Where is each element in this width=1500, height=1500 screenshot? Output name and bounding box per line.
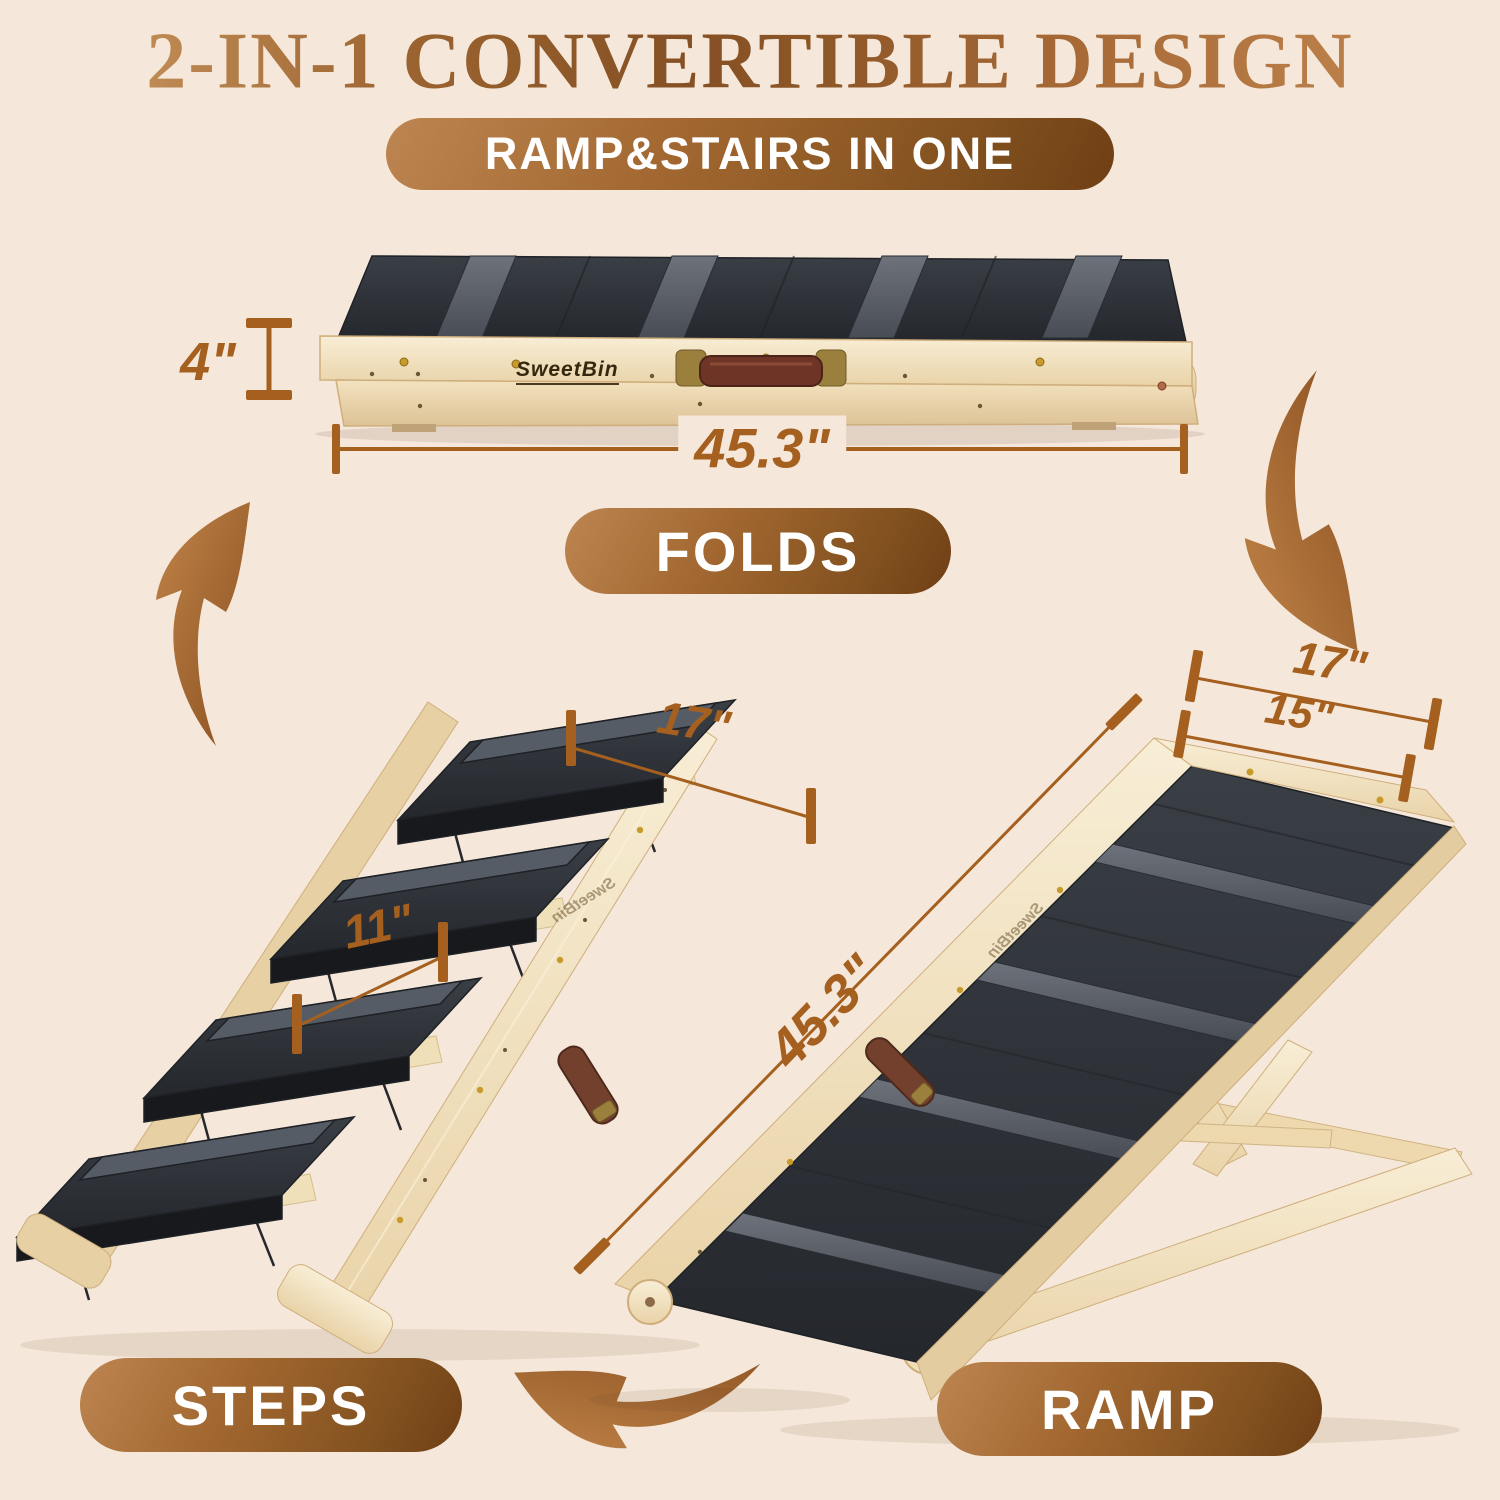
ramp-surface-width-dimension-lines [1173, 709, 1416, 803]
brand-logo-folded: SweetBin [516, 358, 619, 385]
ramp-stairs-badge: RAMP&STAIRS IN ONE [386, 118, 1114, 190]
curved-arrow-up-icon [156, 502, 250, 746]
ramp-rail-screws [697, 886, 1064, 1255]
steps-depth-dimension-lines [292, 922, 448, 1054]
folded-carpet-seams [555, 255, 997, 339]
folds-label: FOLDS [565, 508, 951, 594]
ramp-length-dimension-lines [573, 693, 1143, 1275]
carry-handle [675, 349, 847, 387]
steps-label: STEPS [80, 1358, 462, 1452]
ramp-product-illustration [590, 737, 1473, 1446]
page-title: 2-IN-1 CONVERTIBLE DESIGN [146, 17, 1354, 106]
folded-height-dimension-lines [246, 318, 292, 400]
folded-length-dimension: 45.3" [678, 415, 846, 481]
ramp-right-rail-edge [916, 825, 1467, 1401]
folded-height-dimension: 4" [180, 332, 236, 392]
folded-bottom-plank [335, 379, 1199, 427]
steps-rear-foot [16, 1213, 112, 1289]
steps-rail-screws [396, 788, 667, 1224]
ramp-outer-width-dimension-lines [1184, 649, 1443, 751]
folded-product-illustration [315, 255, 1205, 446]
ramp-outer-width-dimension: 17" [1289, 630, 1371, 694]
steps-front-foot [277, 1264, 393, 1354]
ramp-surface-width-dimension: 15" [1261, 684, 1337, 743]
steps-product-illustration [14, 698, 738, 1361]
ramp-leather-strap [865, 1037, 935, 1107]
curved-arrow-down-icon [1244, 370, 1358, 651]
steps-width-dimension-lines [566, 710, 816, 844]
tread-3 [141, 976, 484, 1123]
steps-width-dimension: 17" [653, 690, 735, 754]
ramp-label: RAMP [937, 1362, 1322, 1456]
folded-carpet-ribs [435, 255, 1123, 339]
steps-leather-strap [557, 1045, 619, 1125]
ramp-carpet-seams [788, 803, 1417, 1229]
